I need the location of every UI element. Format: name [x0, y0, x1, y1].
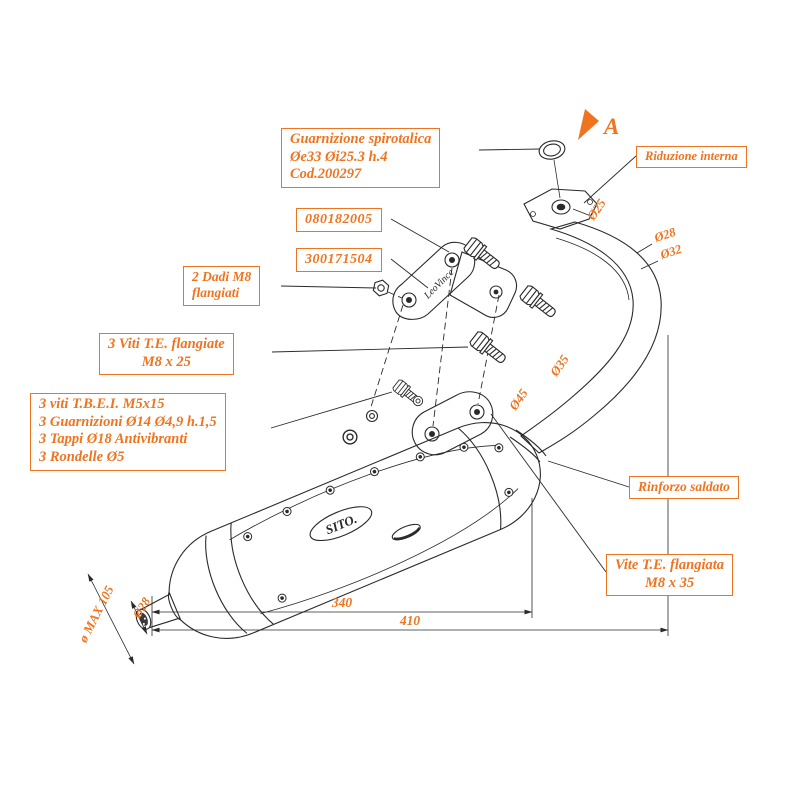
washer-1 [365, 409, 379, 423]
weld-reinforcement [509, 429, 547, 463]
callout-vite-line2: M8 x 35 [644, 574, 695, 591]
dim-length-body: 340 [331, 595, 353, 610]
callout-gasket-line1: Guarnizione spirotalica [290, 131, 432, 147]
callout-parts-list: 3 viti T.B.E.I. M5x15 3 Guarnizioni Ø14 … [30, 393, 226, 471]
callout-riduzione-interna: Riduzione interna [636, 146, 747, 169]
bolt-m8x25-1 [462, 235, 504, 274]
callout-viti-line1: 3 Viti T.E. flangiate [108, 336, 225, 352]
gasket-ring [538, 140, 566, 160]
view-arrow-a: A [578, 109, 619, 140]
view-arrow-letter: A [602, 114, 619, 139]
dim-pipe-lower: Ø45 [505, 386, 531, 414]
callout-viti-line2: M8 x 25 [141, 353, 191, 370]
callout-vite-line1: Vite T.E. flangiata [615, 557, 725, 573]
mounting-bracket: LeoVince [392, 241, 518, 320]
muffler-bracket [411, 391, 494, 456]
callout-code-top: 080182005 [296, 208, 382, 233]
callout-dadi-line2: flangiati [192, 285, 240, 301]
callout-dadi-flangiati: 2 Dadi M8 flangiati [183, 266, 261, 306]
leader-lines [270, 148, 659, 573]
callout-gasket-line2: Øe33 Øi25.3 h.4 [290, 148, 388, 165]
callout-gasket-line3: Cod.200297 [290, 166, 362, 183]
bolt-m8x25-3 [468, 329, 510, 368]
flange [523, 188, 598, 230]
brand-text: SITO. [323, 511, 359, 537]
dim-pipe-outer-top: Ø28 [652, 225, 678, 246]
callout-gasket: Guarnizione spirotalica Øe33 Øi25.3 h.4 … [281, 128, 441, 189]
callout-dadi-line1: 2 Dadi M8 [192, 269, 252, 284]
antivibration-cap [342, 429, 358, 445]
callout-parts-line3: 3 Tappi Ø18 Antivibranti [39, 431, 188, 448]
washer-2 [412, 395, 424, 407]
exhaust-pipe [520, 221, 662, 454]
dim-pipe-outer-bottom: Ø32 [658, 242, 684, 262]
brand-oval [309, 506, 373, 542]
callout-parts-line1: 3 viti T.B.E.I. M5x15 [39, 396, 165, 412]
dim-length-total: 410 [399, 613, 421, 628]
view-arrow-icon [578, 109, 599, 140]
dim-pipe-mid: Ø35 [546, 352, 572, 380]
rivets [243, 442, 514, 603]
callout-parts-line2: 3 Guarnizioni Ø14 Ø4,9 h.1,5 [39, 413, 217, 430]
callout-vite-te-m8x35: Vite T.E. flangiata M8 x 35 [606, 554, 734, 597]
callout-code-bottom: 300171504 [296, 248, 382, 273]
callout-viti-te-m8x25: 3 Viti T.E. flangiate M8 x 25 [99, 333, 234, 376]
callout-parts-line4: 3 Rondelle Ø5 [39, 449, 125, 466]
dim-max-body: ø MAX 105 [75, 583, 117, 646]
bolt-m8x25-2 [518, 283, 560, 322]
callout-rinforzo-saldato: Rinforzo saldato [629, 476, 739, 500]
